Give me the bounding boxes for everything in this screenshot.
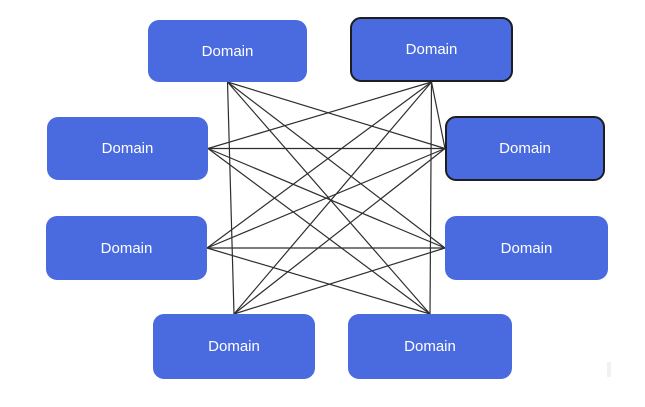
connection-line-left-lower--bottom-right bbox=[206, 247, 431, 315]
domain-node-top-right: Domain bbox=[350, 17, 513, 82]
connection-line-top-left--bottom-left bbox=[226, 81, 235, 315]
connection-line-top-left--right-upper bbox=[227, 81, 446, 150]
connection-line-left-lower--right-upper bbox=[206, 147, 446, 249]
connection-line-left-upper--bottom-right bbox=[207, 148, 431, 315]
domain-node-label: Domain bbox=[100, 239, 153, 257]
domain-node-bottom-right: Domain bbox=[348, 314, 512, 379]
domain-node-label: Domain bbox=[499, 140, 551, 157]
domain-node-label: Domain bbox=[201, 42, 254, 60]
connection-line-bottom-left--right-lower bbox=[233, 247, 446, 315]
connection-line-top-right--bottom-left bbox=[233, 81, 432, 315]
connection-line-top-right--left-upper bbox=[207, 81, 432, 150]
domain-node-left-lower: Domain bbox=[46, 216, 207, 280]
domain-node-label: Domain bbox=[500, 239, 553, 257]
domain-node-right-lower: Domain bbox=[445, 216, 608, 280]
domain-node-bottom-left: Domain bbox=[153, 314, 315, 379]
connection-line-top-right--right-upper bbox=[430, 81, 446, 149]
connection-line-top-right--left-lower bbox=[206, 81, 432, 249]
domain-node-top-left: Domain bbox=[148, 20, 307, 82]
domain-node-label: Domain bbox=[101, 140, 154, 157]
domain-node-label: Domain bbox=[404, 338, 456, 355]
connection-line-top-left--right-lower bbox=[227, 81, 446, 249]
domain-node-left-upper: Domain bbox=[47, 117, 208, 180]
domain-node-label: Domain bbox=[208, 338, 260, 355]
connection-line-bottom-left--right-upper bbox=[233, 148, 446, 315]
domain-node-label: Domain bbox=[405, 41, 458, 58]
connection-line-top-right--bottom-right bbox=[429, 81, 433, 315]
domain-node-right-upper: Domain bbox=[445, 116, 605, 181]
connection-line-top-left--bottom-right bbox=[227, 81, 431, 315]
